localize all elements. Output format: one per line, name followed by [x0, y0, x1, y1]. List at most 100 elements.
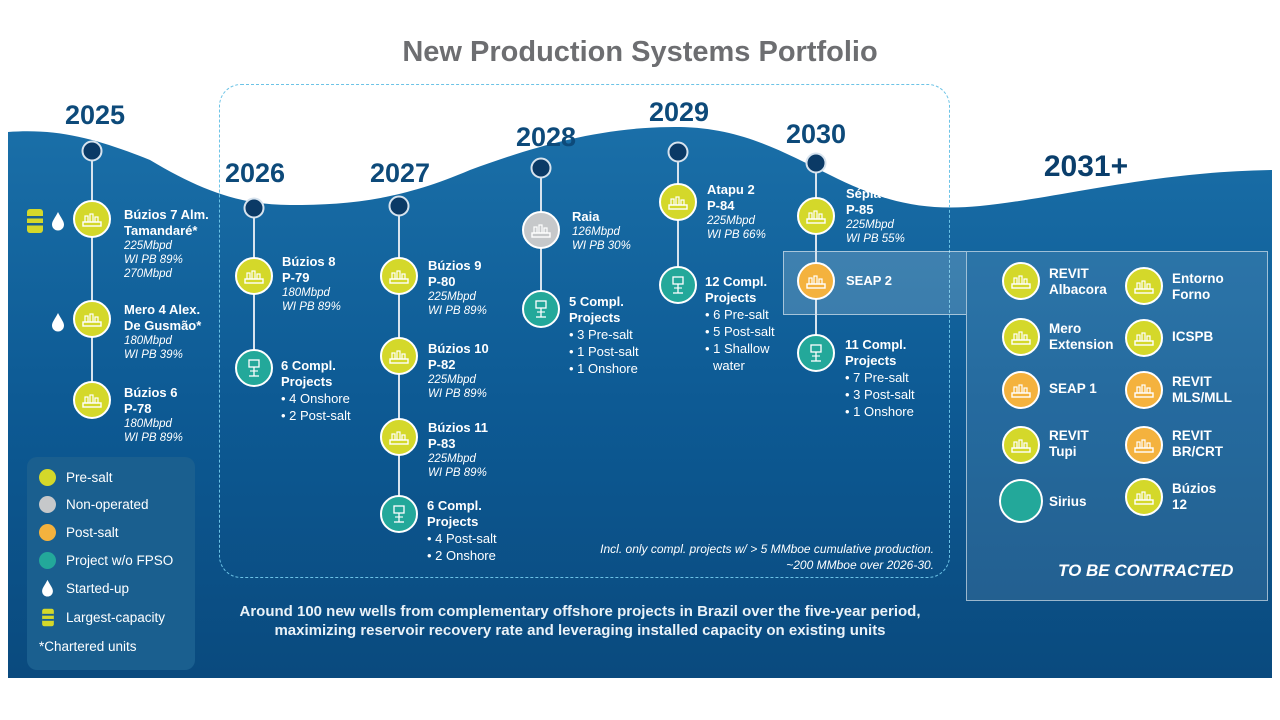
compl2029-item: • 5 Post-salt	[705, 324, 775, 339]
icspb-label: ICSPB	[1172, 329, 1213, 345]
subsea-well-icon	[810, 344, 822, 362]
revit-albacora-l1: REVIT	[1049, 266, 1089, 281]
year-dot-2028	[530, 157, 552, 179]
buzios11-name: Búzios 11	[428, 420, 488, 435]
mero4-name2: De Gusmão*	[124, 318, 202, 333]
subsea-well-icon	[393, 505, 405, 523]
year-dot-2026	[243, 197, 265, 219]
atapu2-wi: WI PB 66%	[707, 229, 766, 241]
mero4-node	[73, 300, 111, 338]
buzios10-name2: P-82	[428, 357, 456, 372]
revit-tupi-l2: Tupi	[1049, 444, 1077, 459]
ship-icon	[1011, 331, 1031, 345]
buzios6-capacity: 180Mbpd	[124, 418, 172, 430]
revit-albacora-label: REVIT Albacora	[1049, 266, 1107, 298]
ship-icon	[531, 224, 551, 238]
sirius-l1: Sirius	[1049, 494, 1087, 509]
revit-mls-node	[1125, 371, 1163, 409]
compl2026-item: • 4 Onshore	[281, 391, 350, 406]
year-2025-label: 2025	[64, 100, 126, 130]
legend-project-wo-fpso: Project w/o FPSO	[39, 552, 173, 569]
mero4-wi: WI PB 39%	[124, 349, 183, 361]
buzios11-name2: P-83	[428, 436, 456, 451]
compl2028-node	[522, 290, 560, 328]
legend-pre-salt-label: Pre-salt	[66, 470, 113, 485]
to-be-contracted-box	[966, 251, 1268, 601]
buzios11-label: Búzios 11 P-83 225Mbpd WI PB 89%	[428, 420, 488, 480]
bottom-caption-line1: Around 100 new wells from complementary …	[239, 603, 921, 620]
compl2026-label: 6 Compl. Projects • 4 Onshore • 2 Post-s…	[281, 358, 351, 424]
buzios10-name: Búzios 10	[428, 341, 489, 356]
sepia2-node	[797, 197, 835, 235]
compl2026-item: • 2 Post-salt	[281, 408, 351, 423]
buzios12-label: Búzios 12	[1172, 481, 1216, 513]
drop-icon	[51, 312, 65, 337]
buzios12-node	[1125, 478, 1163, 516]
buzios7-name2: Tamandaré*	[124, 223, 198, 238]
mero4-capacity: 180Mbpd	[124, 335, 172, 347]
raia-wi: WI PB 30%	[572, 240, 631, 252]
bottom-caption: Around 100 new wells from complementary …	[200, 602, 960, 640]
legend-non-operated: Non-operated	[39, 496, 149, 513]
sirius-label: Sirius	[1049, 494, 1087, 510]
revit-albacora-node	[1002, 262, 1040, 300]
sepia2-capacity: 225Mbpd	[846, 219, 894, 231]
revit-tupi-node	[1002, 426, 1040, 464]
buzios9-wi: WI PB 89%	[428, 305, 487, 317]
revit-br-label: REVIT BR/CRT	[1172, 428, 1223, 460]
icspb-l1: ICSPB	[1172, 329, 1214, 344]
subsea-well-icon	[248, 359, 260, 377]
entorno-forno-l2: Forno	[1172, 287, 1211, 302]
buzios10-node	[380, 337, 418, 375]
revit-mls-l2: MLS/MLL	[1172, 390, 1232, 405]
compl2030-item: • 7 Pre-salt	[845, 370, 909, 385]
compl2028-name: 5 Compl.	[569, 294, 624, 309]
year-2031-label: 2031+	[1043, 150, 1129, 183]
revit-tupi-l1: REVIT	[1049, 428, 1089, 443]
page-title: New Production Systems Portfolio	[402, 36, 878, 68]
buzios7-capacity2: 270Mbpd	[124, 268, 172, 280]
legend-post-salt-dot	[39, 524, 56, 541]
mero-extension-l1: Mero	[1049, 321, 1082, 336]
ship-icon	[389, 431, 409, 445]
buzios11-wi: WI PB 89%	[428, 467, 487, 479]
legend-non-operated-label: Non-operated	[66, 497, 149, 512]
year-2030-label: 2030	[785, 119, 847, 149]
compl2027-label: 6 Compl. Projects • 4 Post-salt • 2 Onsh…	[427, 498, 497, 564]
legend-pre-salt: Pre-salt	[39, 469, 113, 486]
ship-icon	[1011, 384, 1031, 398]
buzios10-label: Búzios 10 P-82 225Mbpd WI PB 89%	[428, 341, 489, 401]
seap2-node	[797, 262, 835, 300]
ship-icon	[806, 210, 826, 224]
legend-chartered: *Chartered units	[39, 639, 137, 654]
mero-extension-label: Mero Extension	[1049, 321, 1114, 353]
buzios9-node	[380, 257, 418, 295]
atapu2-label: Atapu 2 P-84 225Mbpd WI PB 66%	[707, 182, 766, 242]
buzios8-wi: WI PB 89%	[282, 301, 341, 313]
timeline-2030	[815, 163, 817, 353]
compl2028-item: • 3 Pre-salt	[569, 327, 633, 342]
buzios8-capacity: 180Mbpd	[282, 287, 330, 299]
compl2029-item: water	[713, 358, 745, 373]
drop-icon	[39, 579, 56, 597]
legend-largest-capacity: Largest-capacity	[39, 608, 165, 627]
atapu2-capacity: 225Mbpd	[707, 215, 755, 227]
buzios7-label: Búzios 7 Alm. Tamandaré* 225Mbpd WI PB 8…	[124, 207, 209, 281]
buzios7-wi: WI PB 89%	[124, 254, 183, 266]
compl2029-label: 12 Compl. Projects • 6 Pre-salt • 5 Post…	[705, 274, 775, 374]
compl2027-name: 6 Compl.	[427, 498, 482, 513]
mero4-name: Mero 4 Alex.	[124, 302, 201, 317]
ship-icon	[806, 275, 826, 289]
footnote-line2: ~200 MMboe over 2026-30.	[786, 558, 934, 572]
footnote-line1: Incl. only compl. projects w/ > 5 MMboe …	[600, 542, 934, 556]
buzios8-name: Búzios 8	[282, 254, 336, 269]
legend-chartered-label: *Chartered units	[39, 639, 137, 654]
drop-icon	[51, 211, 65, 236]
timeline-2025	[91, 150, 93, 402]
buzios9-name: Búzios 9	[428, 258, 482, 273]
year-2029-label: 2029	[648, 97, 710, 127]
barrel-icon	[26, 208, 44, 239]
revit-br-l2: BR/CRT	[1172, 444, 1223, 459]
revit-tupi-label: REVIT Tupi	[1049, 428, 1089, 460]
buzios11-capacity: 225Mbpd	[428, 453, 476, 465]
